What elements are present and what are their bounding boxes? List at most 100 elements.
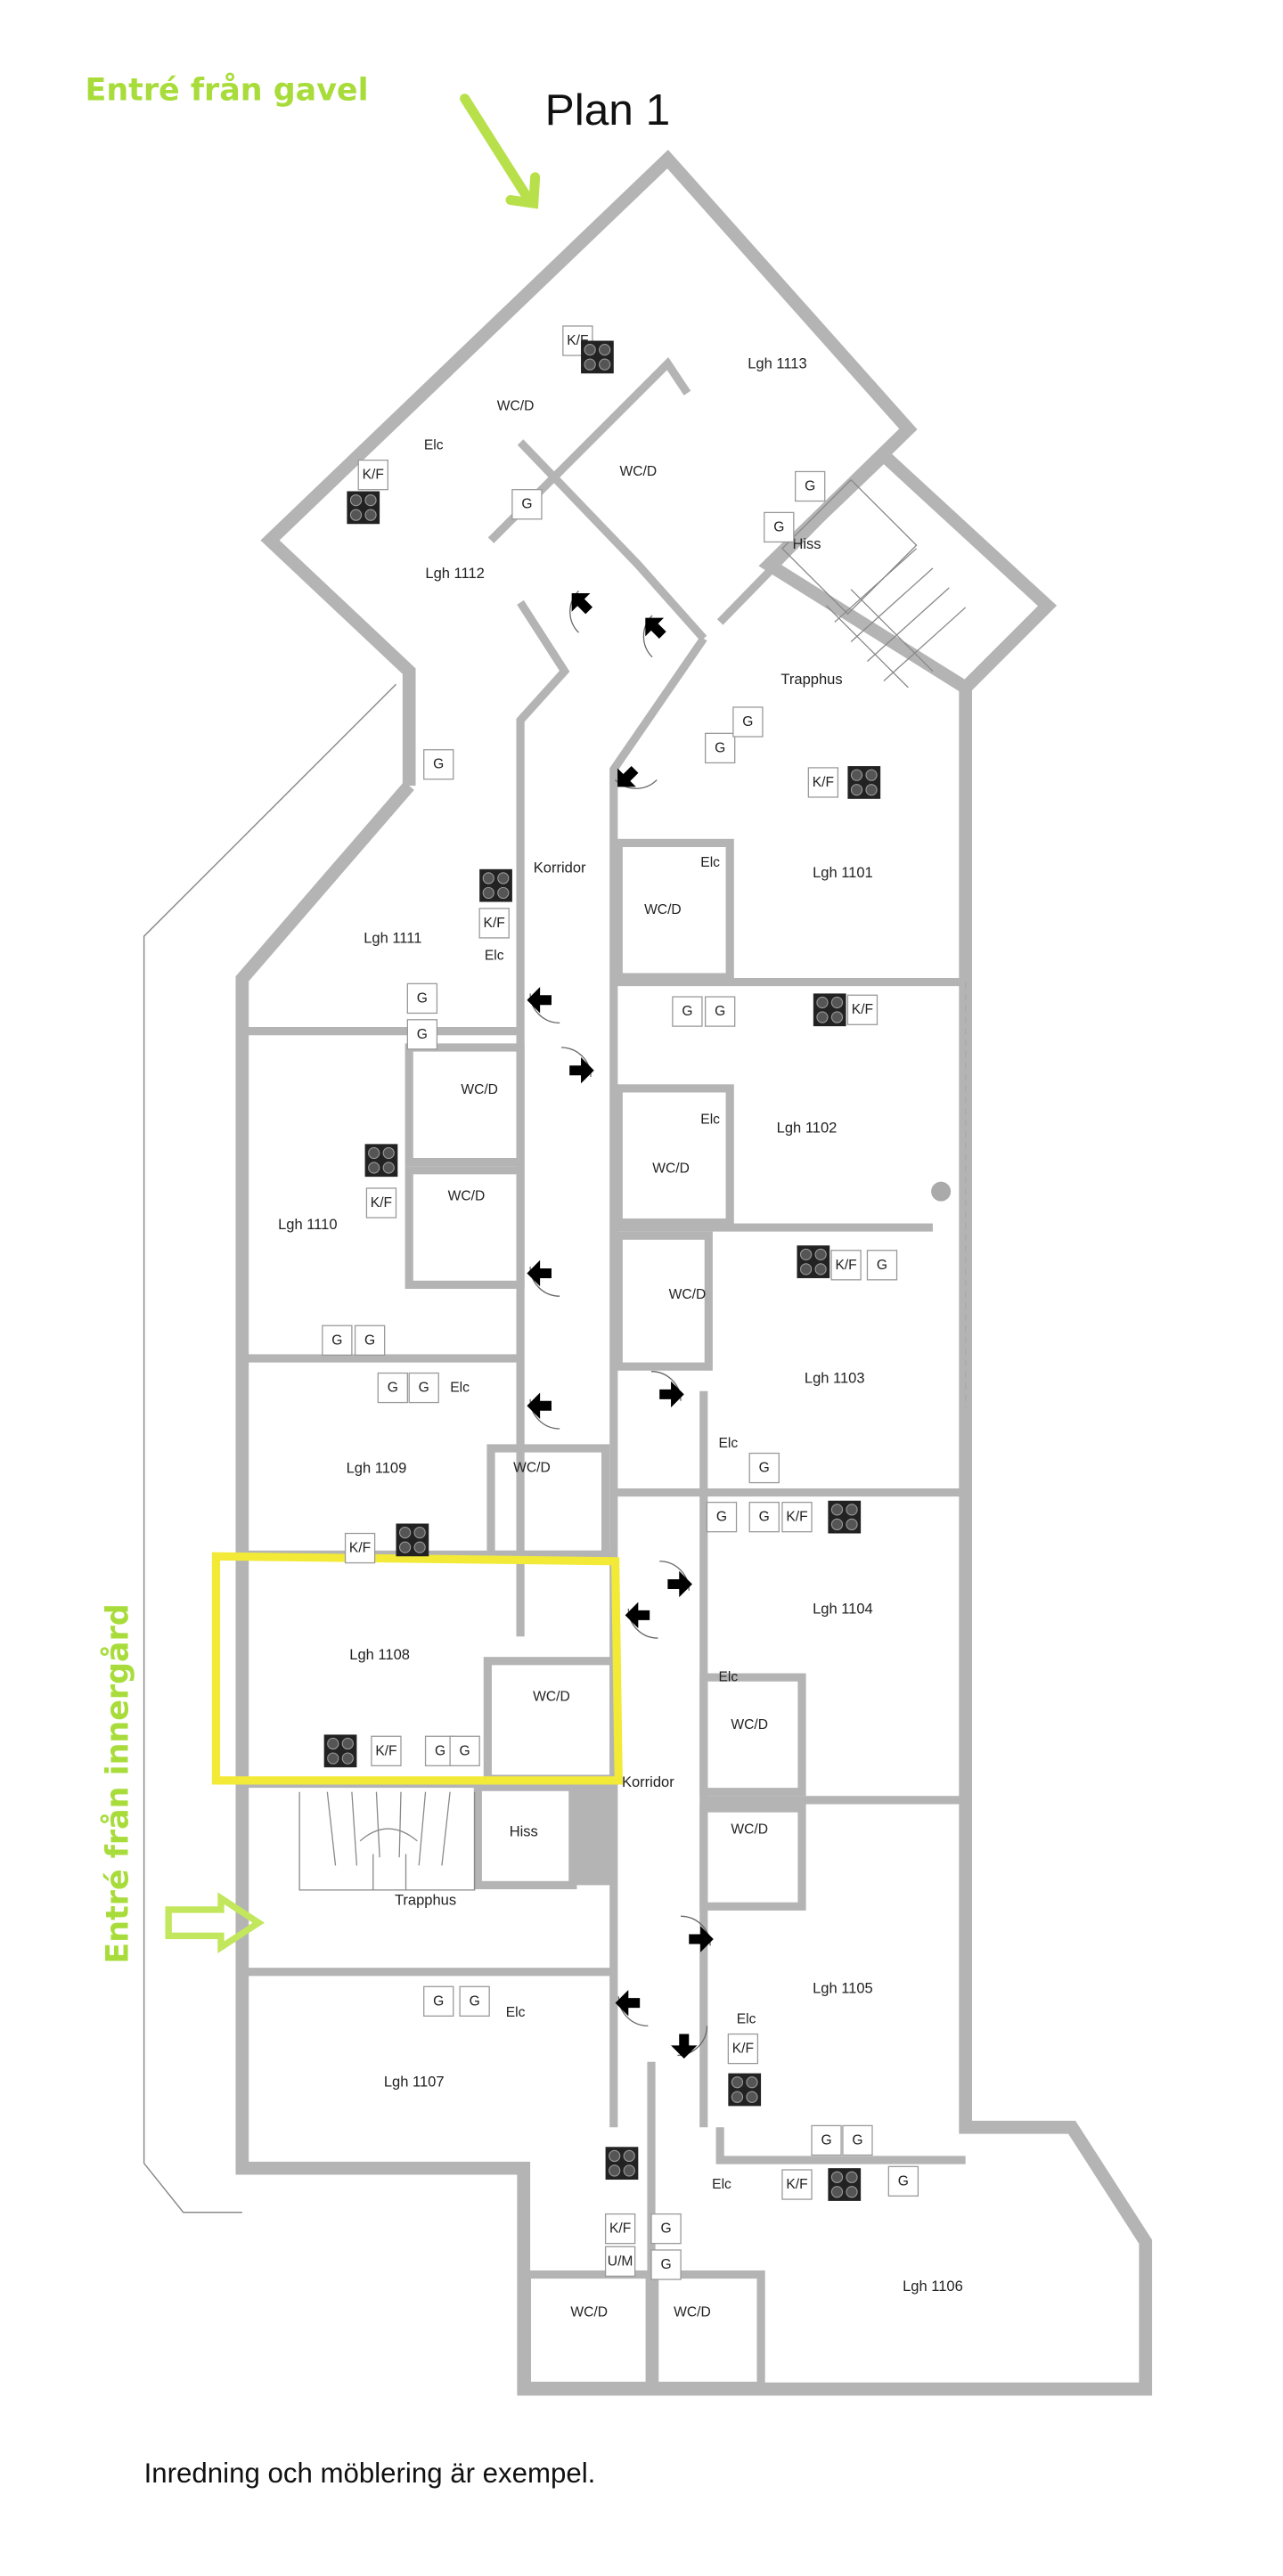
fixture-box [811, 2124, 842, 2156]
column-icon [931, 1181, 952, 1202]
storage: G [650, 2213, 682, 2245]
door-arrow-icon [681, 1915, 714, 1952]
door-arrow-icon [615, 1989, 649, 2027]
fridge-freezer: K/F [846, 994, 878, 1025]
stove-icon [813, 993, 846, 1027]
fixture-box [459, 1985, 490, 2017]
fridge-freezer: K/F [807, 767, 839, 798]
fixture-box [604, 2246, 636, 2278]
electrical-cabinet-label: Elc [450, 1381, 470, 1396]
bathroom-label: WC/D [513, 1461, 551, 1476]
fixture-box [354, 1325, 386, 1356]
fixture-box [672, 996, 703, 1027]
fixture-box [807, 767, 839, 798]
fixture-box [406, 982, 438, 1015]
storage: G [377, 1372, 408, 1404]
fixture-box [706, 1501, 738, 1533]
fixture-box [764, 511, 795, 543]
storage-label: G [417, 1027, 428, 1042]
storage: G [764, 511, 795, 543]
lgh-1106: Lgh 1106 [903, 2278, 963, 2295]
storage: G [795, 470, 826, 502]
fixture-box [322, 1325, 353, 1356]
door-arrow-icon [527, 1259, 560, 1297]
bathroom: WC/D [570, 2304, 608, 2319]
fixture-box [887, 2165, 919, 2197]
fridge-freezer: K/F [781, 1501, 813, 1533]
fridge-freezer: K/F [478, 908, 510, 939]
fridge-freezer: K/F [344, 1532, 376, 1564]
bathroom-label: WC/D [731, 1822, 768, 1837]
storage-label: G [435, 1743, 445, 1758]
bathroom: WC/D [620, 464, 658, 479]
storage-label: G [852, 2132, 862, 2148]
bathroom: WC/D [533, 1690, 570, 1705]
storage-label: G [877, 1258, 887, 1273]
stair-top [781, 478, 967, 689]
fixture-box [795, 470, 826, 502]
footnote: Inredning och möblering är exempel. [144, 2458, 596, 2489]
stove-icon [323, 1734, 357, 1768]
fixture-box [511, 489, 543, 520]
bathroom-label: WC/D [497, 398, 535, 413]
bathroom: WC/D [669, 1287, 707, 1302]
fixture-box [478, 908, 510, 939]
door-arrow-icon [671, 2026, 708, 2059]
door-arrow-icon [651, 1371, 684, 1408]
fixture-box [408, 1372, 439, 1404]
apartment-labels: Lgh 1113 Lgh 1112 Lgh 1111 Lgh 1110 Lgh … [278, 355, 963, 2295]
elevator-label: Hiss [792, 535, 821, 552]
bathroom: WC/D [448, 1189, 486, 1204]
storage-label: G [805, 479, 815, 494]
fridge-freezer: K/F [830, 1250, 862, 1281]
door-arrow-icon [625, 1602, 658, 1639]
door-arrow-icon [560, 1047, 594, 1084]
lgh-1105: Lgh 1105 [813, 1980, 873, 1997]
lgh-1110: Lgh 1110 [278, 1216, 337, 1233]
electrical-cabinet: Elc [506, 2005, 526, 2020]
door-arrow-icon [642, 615, 666, 658]
electrical-cabinet: Elc [712, 2177, 731, 2192]
fixture-box [781, 1501, 813, 1533]
fixture-box [748, 1501, 780, 1533]
neighbour-building-outline [143, 683, 397, 2213]
electrical-cabinet-label: Elc [485, 949, 504, 964]
stairwell-label: Trapphus [780, 671, 842, 688]
fixture-box [781, 2169, 813, 2200]
electrical-cabinet: Elc [450, 1381, 470, 1396]
fixture-box [748, 1452, 780, 1484]
lgh-1101: Lgh 1101 [813, 864, 873, 881]
storage: G [408, 1372, 439, 1404]
electrical-cabinet-label: Elc [712, 2177, 731, 2192]
storage: G [423, 749, 454, 780]
highlight-lgh-1108 [211, 1552, 623, 1785]
lgh-1103: Lgh 1103 [805, 1370, 865, 1387]
stove-icon [364, 1144, 398, 1178]
door-arrow-icon [615, 765, 658, 789]
lgh-1111: Lgh 1111 [364, 929, 421, 946]
washer-label: U/M [608, 2254, 633, 2269]
bathroom: WC/D [644, 902, 682, 917]
electrical-cabinet-label: Elc [719, 1670, 739, 1685]
bathroom-label: WC/D [674, 2304, 711, 2319]
fridge-freezer-label: K/F [786, 1510, 807, 1525]
fixture-box [604, 2213, 636, 2245]
storage: G [672, 996, 703, 1027]
lgh-1104: Lgh 1104 [813, 1601, 873, 1618]
stove-icon [847, 766, 881, 799]
fridge-freezer-label: K/F [732, 2042, 754, 2057]
storage: G [423, 1985, 454, 2017]
fixture-box [727, 2033, 759, 2065]
washer: U/M [604, 2246, 636, 2278]
fixture-box [423, 749, 454, 780]
fridge-freezer-label: K/F [371, 1195, 392, 1211]
electrical-cabinet-label: Elc [700, 855, 720, 870]
lgh-1112: Lgh 1112 [425, 565, 484, 582]
bathroom-label: WC/D [652, 1161, 690, 1176]
fridge-freezer: K/F [357, 459, 388, 491]
storage: G [354, 1325, 386, 1356]
storage-label: G [821, 2132, 831, 2148]
bathroom-label: WC/D [731, 1717, 768, 1732]
fridge-freezer-label: K/F [786, 2177, 807, 2192]
